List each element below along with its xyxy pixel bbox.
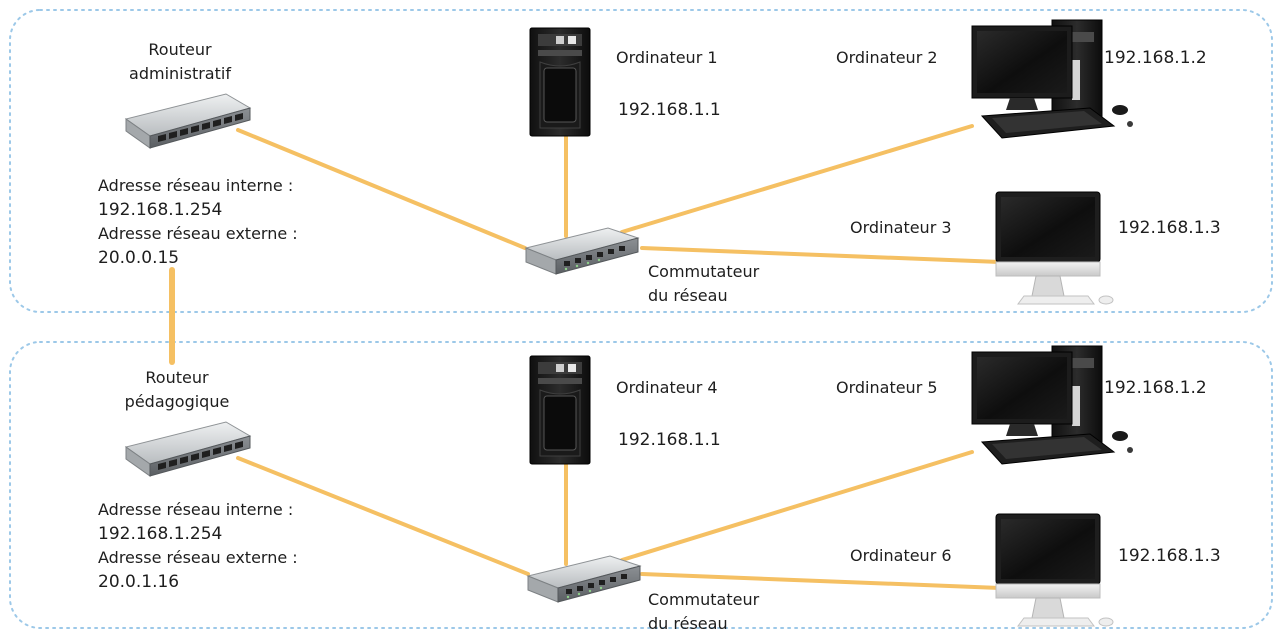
computer-ip: 192.168.1.1 <box>618 430 721 450</box>
link-pc3-switch1 <box>640 246 1002 264</box>
link-pc2-switch1 <box>620 124 974 234</box>
router-peda-name: Routeur pédagogique <box>124 368 230 411</box>
desktop-computer-icon <box>971 19 1134 139</box>
link-router1-switch1 <box>236 128 527 250</box>
switch-icon <box>527 555 641 603</box>
router-admin-name: Routeur administratif <box>129 40 231 83</box>
router-admin-addresses: Adresse réseau interne : 192.168.1.254 A… <box>98 176 298 268</box>
computer-ip: 192.168.1.3 <box>1118 546 1221 566</box>
router-icon <box>125 421 251 477</box>
router-icon <box>125 93 251 149</box>
computer-name: Ordinateur 2 <box>836 48 938 67</box>
link-pc6-switch2 <box>640 572 1002 590</box>
computer-name: Ordinateur 6 <box>850 546 952 565</box>
zone-pedagogique <box>9 341 1273 629</box>
all-in-one-computer-icon <box>995 191 1114 305</box>
computer-name: Ordinateur 5 <box>836 378 938 397</box>
network-links <box>169 124 1002 590</box>
computer-ip: 192.168.1.3 <box>1118 218 1221 238</box>
router-peda-addresses: Adresse réseau interne : 192.168.1.254 A… <box>98 500 298 592</box>
tower-server-icon <box>529 27 591 137</box>
computer-ip: 192.168.1.2 <box>1104 48 1207 68</box>
switch-label: Commutateur du réseau <box>648 262 760 305</box>
computer-name: Ordinateur 3 <box>850 218 952 237</box>
computer-name: Ordinateur 1 <box>616 48 718 67</box>
tower-server-icon <box>529 355 591 465</box>
computer-ip: 192.168.1.2 <box>1104 378 1207 398</box>
computer-ip: 192.168.1.1 <box>618 100 721 120</box>
link-pc5-switch2 <box>620 450 974 562</box>
switch-label: Commutateur du réseau <box>648 590 760 633</box>
switch-icon <box>525 227 639 275</box>
all-in-one-computer-icon <box>995 513 1114 627</box>
computer-name: Ordinateur 4 <box>616 378 718 397</box>
desktop-computer-icon <box>971 345 1134 465</box>
link-router2-switch2 <box>236 456 530 576</box>
zone-administratif <box>9 9 1273 313</box>
